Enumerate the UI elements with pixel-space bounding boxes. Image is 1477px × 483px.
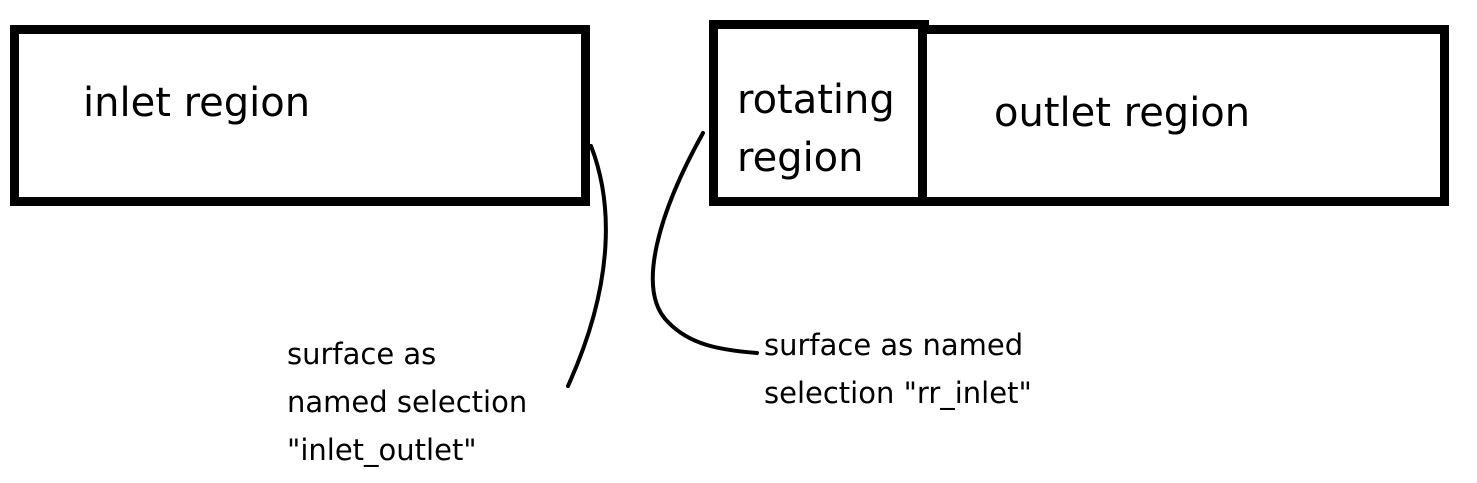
callout-rr-inlet-line2: selection "rr_inlet": [764, 376, 1032, 410]
rotating-region-label: rotating region: [737, 71, 912, 187]
callout-inlet-outlet-line2: named selection: [287, 385, 528, 419]
rotating-region-label-line2: region: [737, 135, 864, 181]
callout-rr-inlet: surface as named selection "rr_inlet": [764, 321, 1032, 417]
callout-inlet-outlet-line1: surface as: [287, 337, 437, 371]
callout-rr-inlet-line1: surface as named: [764, 328, 1024, 362]
outlet-region-box: [918, 25, 1449, 206]
inlet-region-box: [10, 25, 590, 206]
inlet-region-label: inlet region: [83, 80, 311, 126]
callout-inlet-outlet: surface as named selection "inlet_outlet…: [287, 330, 527, 474]
rotating-region-label-line1: rotating: [737, 77, 895, 123]
outlet-region-label: outlet region: [994, 90, 1251, 136]
callout-inlet-outlet-line3: "inlet_outlet": [287, 433, 477, 467]
